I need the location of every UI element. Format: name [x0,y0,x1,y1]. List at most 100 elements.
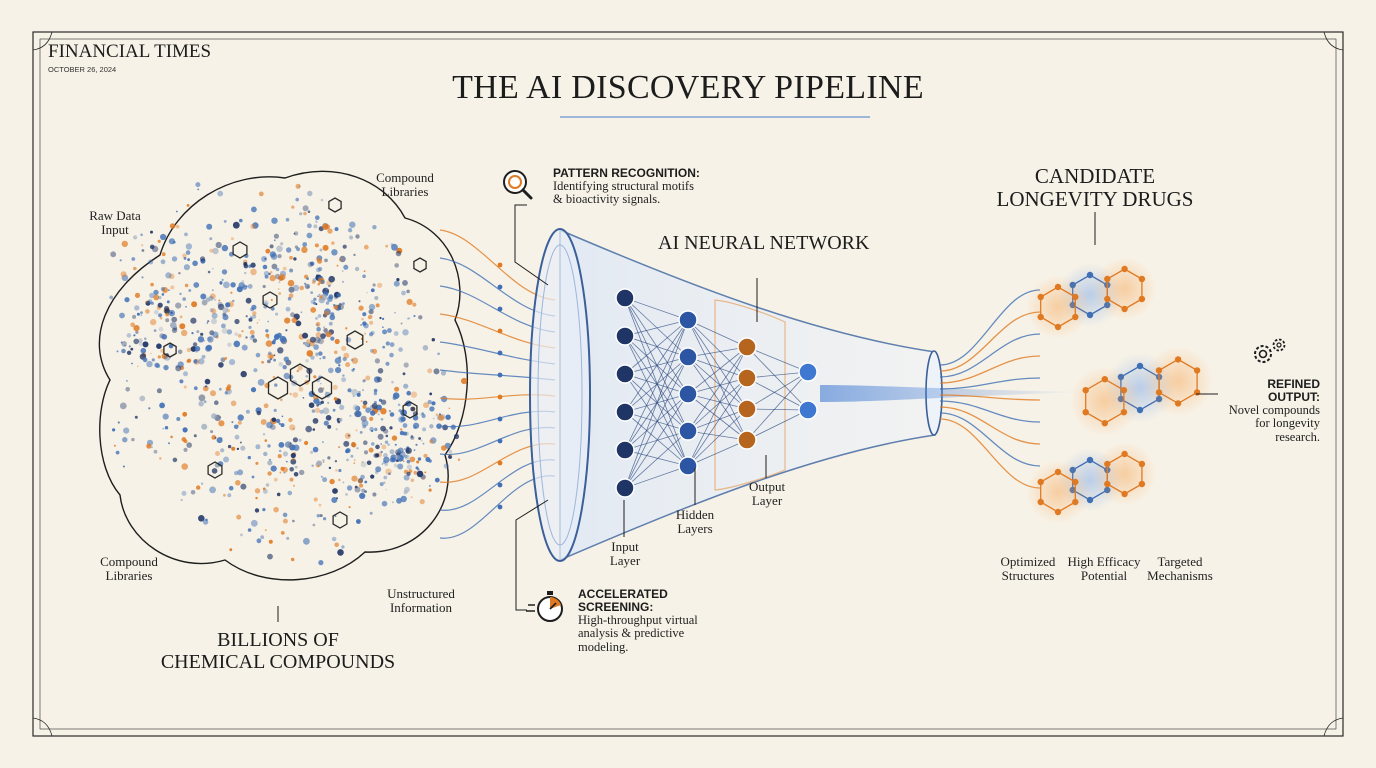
particle [293,484,295,487]
particle [156,343,162,350]
particle [168,289,170,291]
particle [205,297,211,303]
particle [373,376,381,383]
particle [275,418,281,424]
particle [170,321,177,329]
particle [141,249,145,252]
particle [276,245,283,253]
particle [317,283,321,286]
molecule-atom [1054,508,1062,516]
compound-particles [109,182,468,566]
particle [218,420,225,427]
particle [353,253,356,257]
particle [153,449,158,454]
particle [313,297,317,301]
particle [388,472,391,476]
particle [322,407,330,415]
particle [375,466,382,473]
particle [413,422,420,429]
particle [209,293,216,300]
particle [279,335,287,343]
particle [236,514,242,520]
particle [303,211,307,216]
particle [381,463,384,465]
particle [134,305,140,311]
particle [364,332,366,335]
particle [209,248,214,253]
particle [318,387,324,393]
particle [290,458,297,465]
particle [247,528,252,532]
particle [408,317,411,320]
particle [338,417,343,422]
particle [410,436,413,439]
nn-edge [624,319,689,413]
molecule-atom [1072,313,1079,321]
page-title: THE AI DISCOVERY PIPELINE [452,69,924,106]
particle [175,302,182,309]
nn-edge [746,346,809,411]
particle [218,299,221,302]
particle [304,440,309,446]
particle [236,286,243,293]
particle [318,351,323,356]
nn-node [615,364,635,384]
nn-edge [687,430,748,441]
particle [265,340,273,347]
output-streams [939,289,1041,489]
particle [410,435,415,440]
particle [335,428,338,431]
particle [374,470,379,475]
particle [337,303,344,310]
particle [271,217,278,224]
molecule-ring [402,401,418,419]
particle [316,514,320,518]
particle [383,453,388,458]
particle [288,417,293,423]
particle [137,365,139,368]
particle [184,232,188,237]
particle [207,320,210,323]
particle [385,488,388,491]
particle [210,390,216,397]
nn-edge [746,377,809,411]
particle [130,322,135,328]
particle [168,238,175,245]
particle [184,283,189,288]
particle [165,312,169,317]
particle [382,317,385,320]
particle [252,311,257,316]
particle [140,314,143,316]
particle [276,492,281,497]
particle [263,489,268,494]
particle [204,378,211,385]
particle [229,359,236,366]
particle [315,332,322,338]
particle [339,404,345,410]
particle [383,481,386,484]
particle [322,387,325,390]
particle [128,345,131,348]
particle [220,357,226,363]
particle [315,317,318,320]
particle [312,428,316,431]
particle [225,386,231,392]
stream-dot [497,394,503,400]
particle [295,183,301,189]
particle [346,458,349,462]
nn-edge [624,430,689,489]
particle [292,437,298,443]
funnel [529,228,1085,562]
particle [192,342,198,347]
particle [131,437,135,442]
particle [234,332,238,336]
particle [341,345,347,351]
particle [131,257,136,261]
particle [197,188,200,191]
particle [320,333,326,339]
